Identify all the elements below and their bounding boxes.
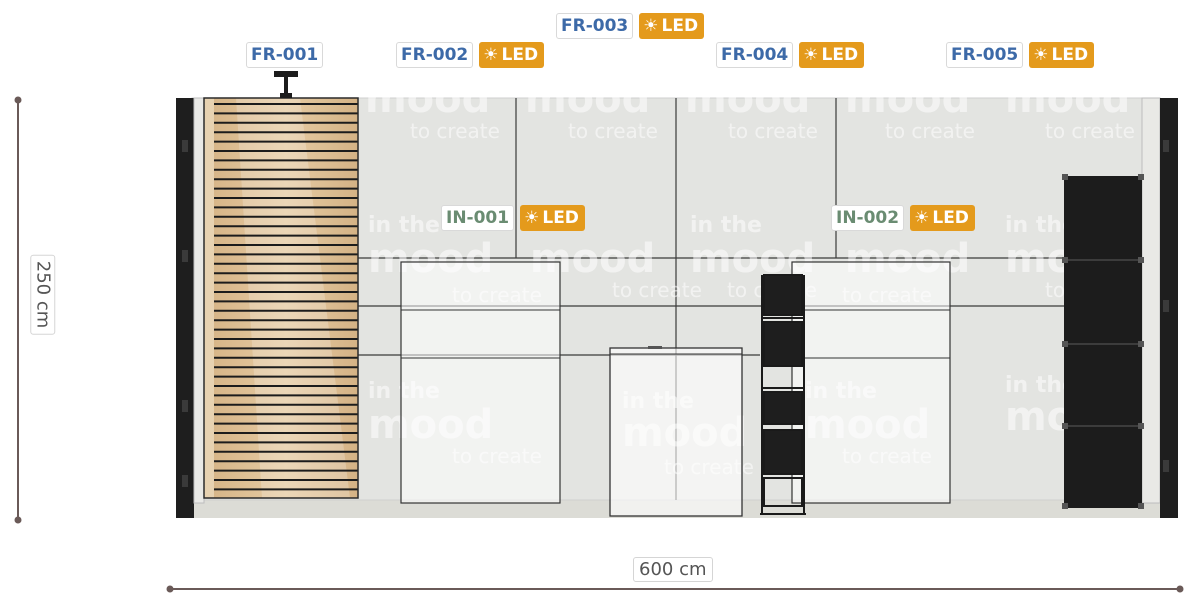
brand-text: to create [568, 119, 658, 143]
insert-tag-in-001[interactable]: IN-001 ☀ LED [441, 205, 585, 231]
brochure-stand [760, 274, 806, 515]
shelving-tower [1062, 174, 1144, 509]
left-frame-post [176, 98, 194, 518]
spotlight-fixture [274, 71, 298, 98]
fixture-tag-fr-005[interactable]: FR-005 ☀ LED [946, 42, 1095, 68]
led-label: LED [821, 45, 859, 65]
height-dimension-line [14, 96, 22, 524]
insert-code: IN-002 [831, 205, 905, 231]
reception-counter [609, 346, 743, 517]
brand-text: in the [368, 213, 440, 238]
fixture-code: FR-003 [556, 13, 634, 39]
brand-text: in the [690, 213, 762, 238]
fixture-code: FR-005 [946, 42, 1024, 68]
brand-text: mood [525, 76, 650, 122]
led-badge: ☀ LED [1029, 42, 1095, 68]
brand-text: mood [365, 76, 490, 122]
led-badge: ☀ LED [520, 205, 585, 231]
fixture-code: FR-004 [716, 42, 794, 68]
brand-text: mood [685, 76, 810, 122]
insert-tag-in-002[interactable]: IN-002 ☀ LED [831, 205, 975, 231]
led-badge: ☀ LED [799, 42, 865, 68]
left-side-wall [193, 97, 205, 504]
led-label: LED [932, 208, 969, 228]
right-frame-clamps [1163, 140, 1169, 472]
brand-text: mood [1005, 76, 1130, 122]
led-badge: ☀ LED [910, 205, 975, 231]
led-badge: ☀ LED [479, 42, 545, 68]
brand-text: to create [1045, 119, 1135, 143]
fixture-tag-fr-003[interactable]: FR-003 ☀ LED [556, 13, 705, 39]
display-counter-right [791, 261, 951, 504]
slat-wall-fr-001 [203, 97, 359, 499]
led-label: LED [542, 208, 579, 228]
led-label: LED [661, 16, 699, 36]
led-label: LED [501, 45, 539, 65]
brand-text: to create [728, 119, 818, 143]
sun-icon: ☀ [914, 207, 930, 228]
brand-text: to create [410, 119, 500, 143]
insert-code: IN-001 [441, 205, 515, 231]
led-badge: ☀ LED [639, 13, 705, 39]
sun-icon: ☀ [483, 44, 499, 65]
fixture-tag-fr-001[interactable]: FR-001 [246, 42, 324, 68]
led-label: LED [1051, 45, 1089, 65]
fixture-tag-fr-002[interactable]: FR-002 ☀ LED [396, 42, 545, 68]
fixture-code: FR-001 [246, 42, 324, 68]
sun-icon: ☀ [1033, 44, 1049, 65]
left-frame-clamps [182, 140, 188, 487]
brand-text: to create [885, 119, 975, 143]
fixture-code: FR-002 [396, 42, 474, 68]
brand-text: mood [845, 76, 970, 122]
display-counter-left [400, 261, 561, 504]
sun-icon: ☀ [524, 207, 540, 228]
right-side-wall [1141, 97, 1161, 504]
width-dimension-line [166, 585, 1184, 593]
height-dimension-label: 250 cm [30, 254, 56, 335]
fixture-tag-fr-004[interactable]: FR-004 ☀ LED [716, 42, 865, 68]
sun-icon: ☀ [643, 15, 659, 36]
sun-icon: ☀ [803, 44, 819, 65]
brand-text: to create [612, 278, 702, 302]
width-dimension-label: 600 cm [633, 557, 713, 582]
